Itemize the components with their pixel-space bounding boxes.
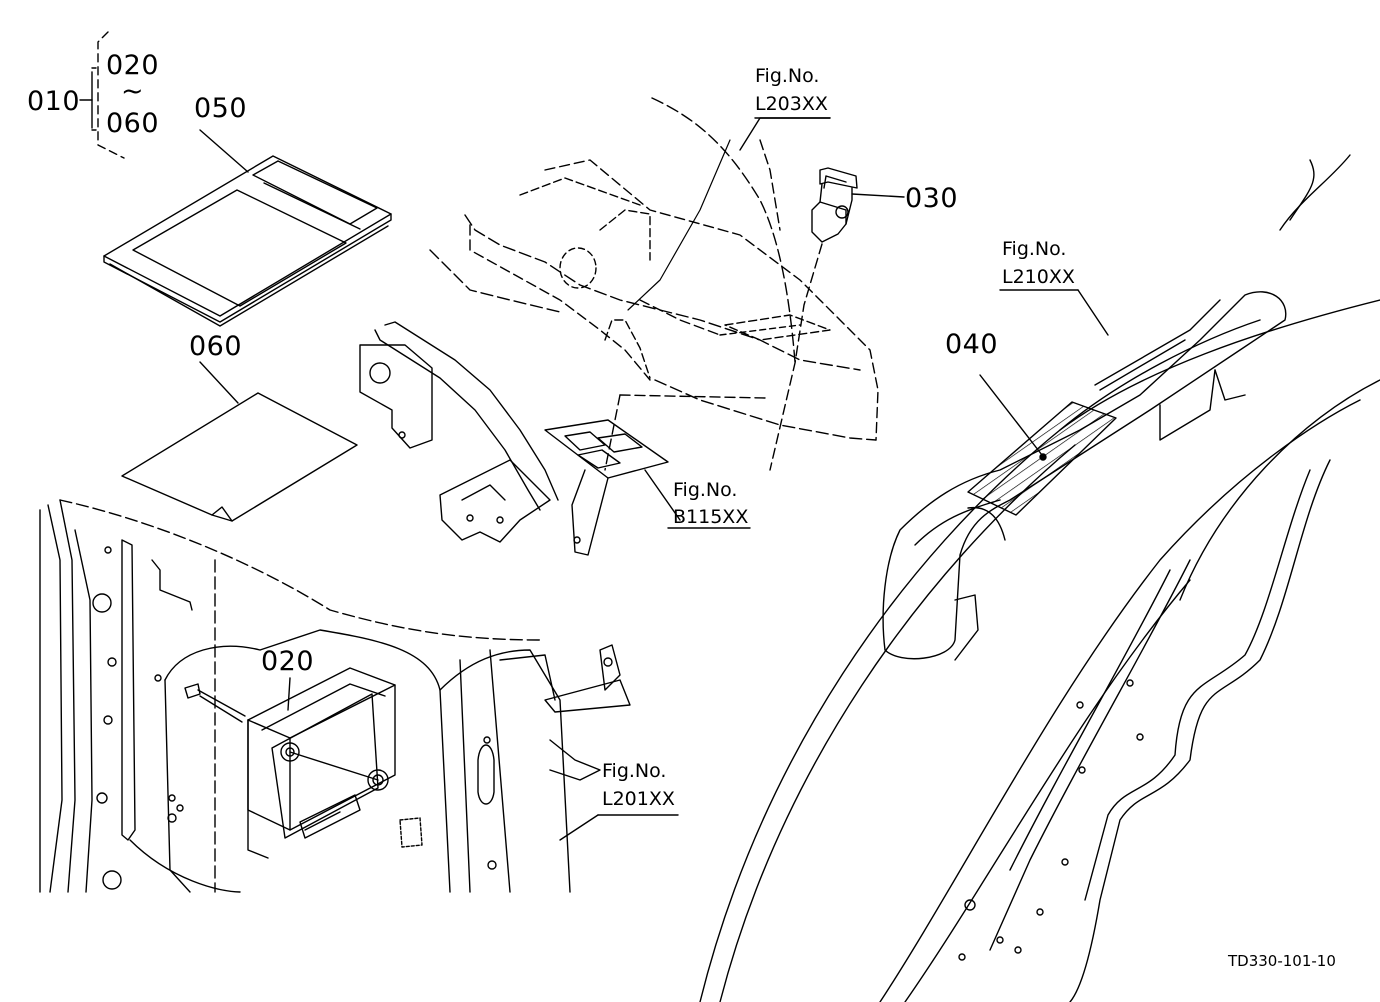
fig-ref-l203[interactable]: L203XX [755, 93, 828, 115]
assembly-bracket [79, 31, 125, 159]
operator-manual-050 [103, 129, 392, 327]
center-bracket [359, 321, 766, 556]
assembly-range-end: 060 [106, 108, 160, 139]
assembly-range-start: 020 [106, 50, 160, 81]
dashboard-structure [429, 97, 879, 441]
monitor-box-020 [184, 667, 396, 859]
cabin-frame-left [39, 499, 631, 893]
part-label-030: 030 [905, 183, 959, 214]
fig-ref-l203-prefix: Fig.No. [755, 65, 820, 87]
assembly-range-tilde: ~ [121, 76, 145, 107]
part-label-040: 040 [945, 329, 999, 360]
assembly-number-010: 010 [27, 86, 81, 117]
fig-ref-b115-prefix: Fig.No. [673, 479, 738, 501]
part-label-060: 060 [189, 331, 243, 362]
fig-ref-l201[interactable]: L201XX [602, 788, 675, 810]
fig-ref-l210[interactable]: L210XX [1002, 266, 1075, 288]
cabin-frame-right [699, 154, 1380, 1002]
fig-ref-b115[interactable]: B115XX [673, 506, 749, 528]
fig-ref-l201-prefix: Fig.No. [602, 760, 667, 782]
sheet-060 [121, 361, 358, 522]
part-label-020: 020 [261, 646, 315, 677]
drawing-code: TD330-101-10 [1228, 952, 1336, 970]
part-label-050: 050 [194, 93, 248, 124]
fig-ref-l210-prefix: Fig.No. [1002, 238, 1067, 260]
